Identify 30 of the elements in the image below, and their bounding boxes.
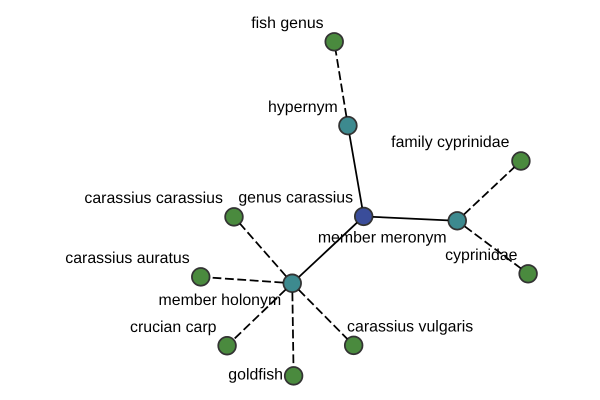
node-circle bbox=[448, 211, 467, 230]
node-label: cyprinidae bbox=[445, 247, 518, 264]
node-circle bbox=[338, 116, 358, 136]
node-circle bbox=[224, 207, 244, 227]
node-circle bbox=[518, 264, 538, 284]
node-circle bbox=[282, 274, 302, 293]
node-label: genus carassius bbox=[238, 190, 354, 207]
node-circle bbox=[324, 32, 344, 52]
node-label: crucian carp bbox=[130, 318, 216, 336]
node-circle bbox=[354, 206, 374, 226]
node-circle bbox=[284, 366, 304, 386]
node-circle bbox=[511, 151, 531, 171]
connector bbox=[298, 289, 348, 340]
node-circle bbox=[344, 336, 364, 356]
connector bbox=[334, 50, 348, 117]
connector bbox=[210, 276, 284, 284]
connector bbox=[239, 223, 287, 277]
node-label: carassius carassius bbox=[84, 190, 223, 208]
node-circle bbox=[217, 336, 237, 356]
node-label: carassius auratus bbox=[65, 250, 190, 268]
node-circle bbox=[191, 267, 210, 287]
node-label: carassius vulgaris bbox=[347, 318, 474, 336]
connector bbox=[372, 216, 448, 222]
node-label: family cyprinidae bbox=[391, 134, 510, 152]
connector bbox=[464, 226, 522, 269]
node-label: hypernym bbox=[268, 98, 338, 116]
node-label: fish genus bbox=[251, 15, 324, 32]
connector bbox=[463, 166, 515, 216]
node-label: goldfish bbox=[228, 366, 284, 384]
connector bbox=[348, 134, 363, 208]
